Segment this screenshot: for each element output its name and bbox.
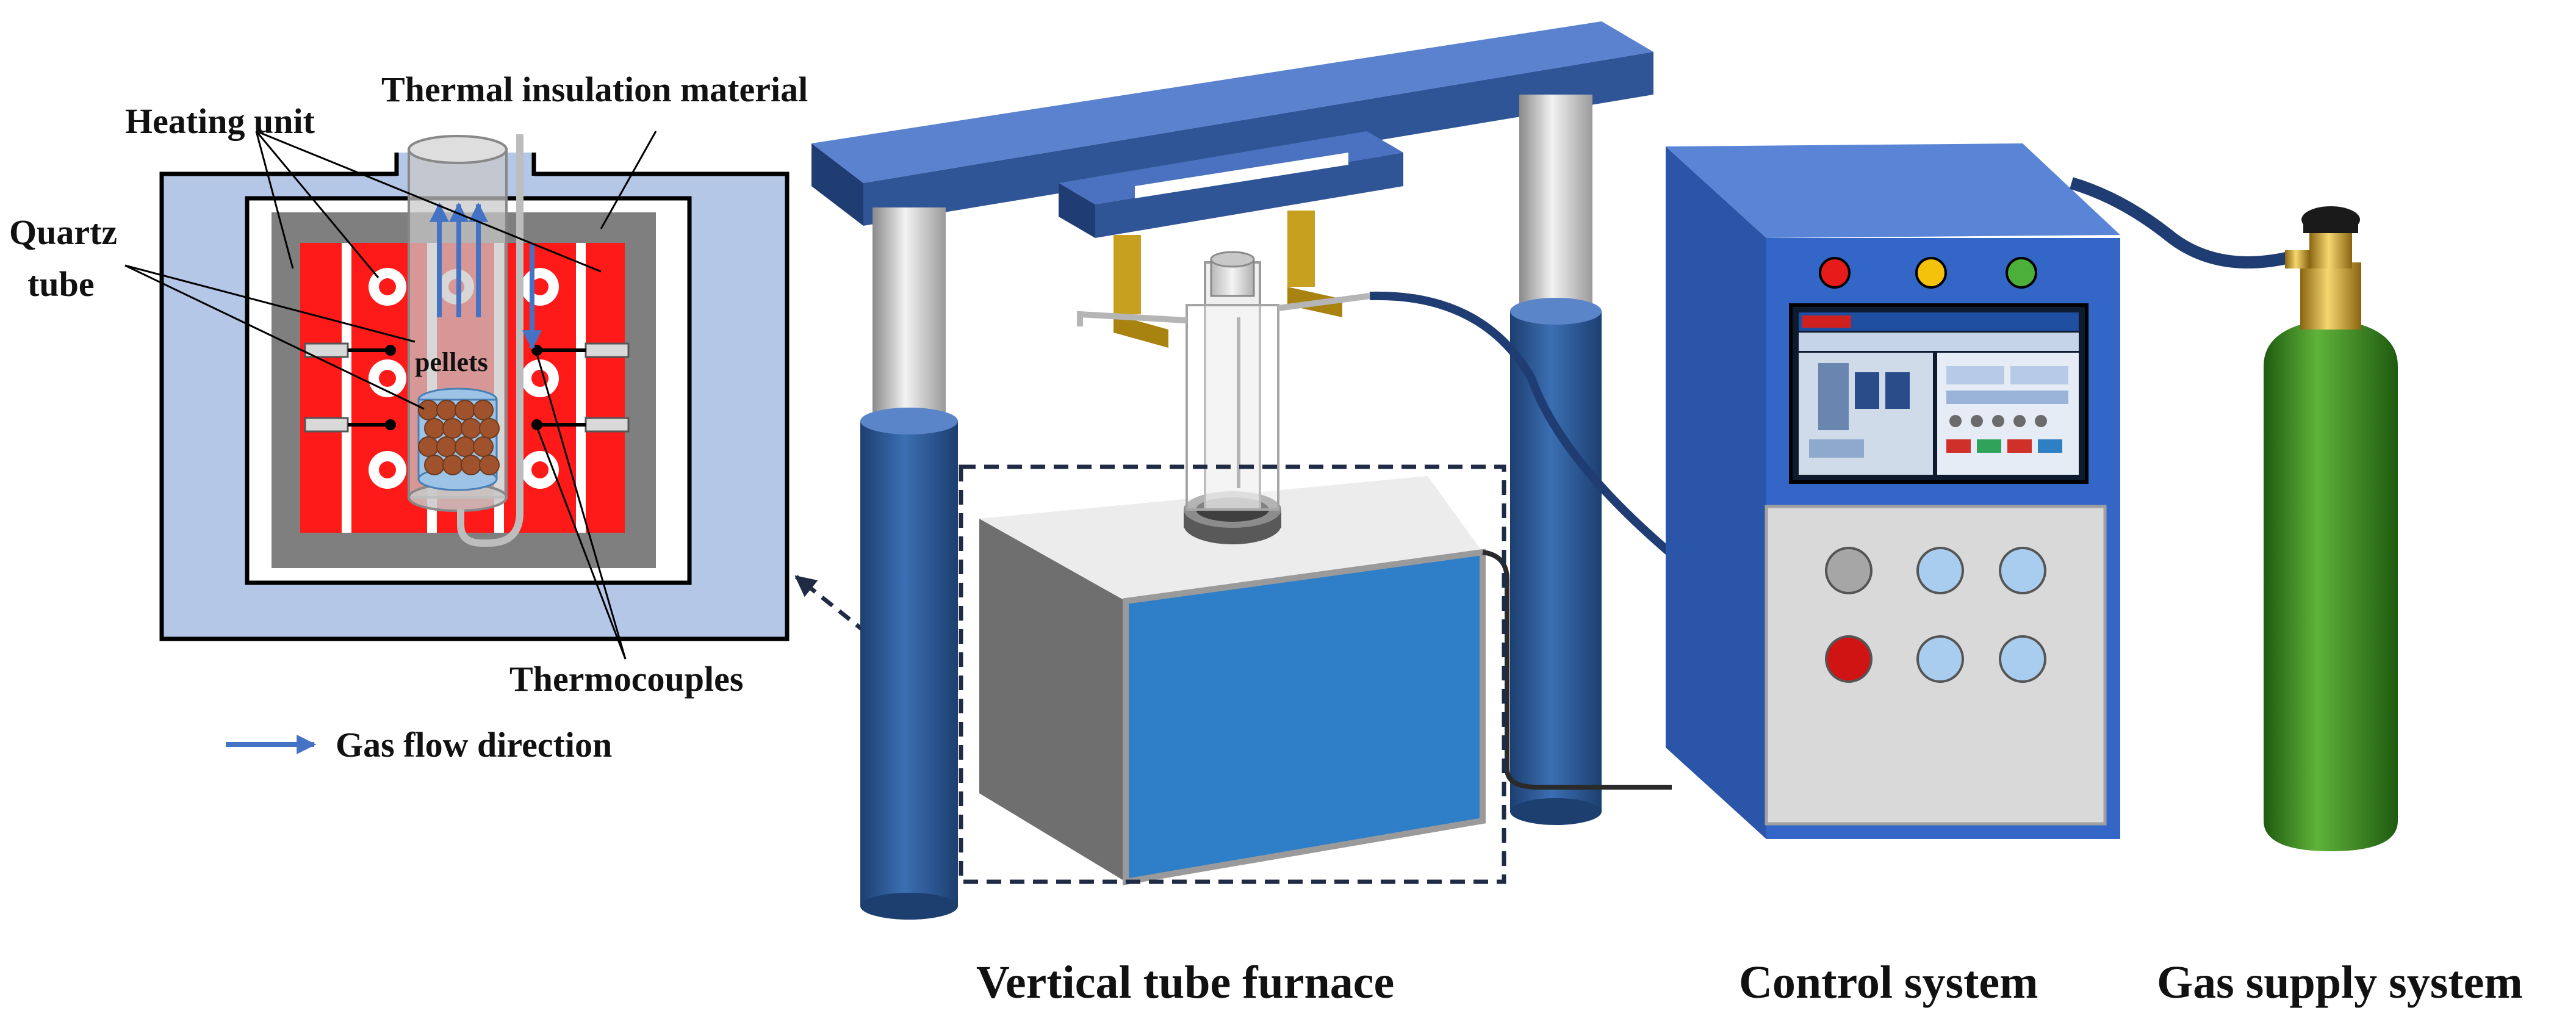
- label-heating-unit: Heating unit: [125, 101, 315, 141]
- panel-button-blue-3: [1916, 635, 1964, 683]
- furnace-side: [979, 519, 1126, 882]
- furnace-front: [1123, 549, 1486, 885]
- label-thermal-insulation: Thermal insulation material: [381, 70, 808, 109]
- label-tube: tube: [27, 264, 95, 304]
- left-column-steel: [872, 207, 946, 445]
- pellet: [418, 400, 439, 420]
- pellet: [424, 418, 445, 439]
- clamp-right: [1287, 211, 1315, 287]
- gas-flow-arrows: [430, 202, 542, 350]
- control-system: [1666, 143, 2296, 839]
- pellet: [479, 418, 500, 439]
- pellet: [461, 418, 481, 439]
- pellet: [418, 436, 439, 457]
- pellet: [455, 436, 475, 457]
- gas-supply-system: [2264, 206, 2398, 851]
- indicator-light-yellow: [1915, 257, 1947, 289]
- caption-vertical-tube-furnace: Vertical tube furnace: [976, 957, 1394, 1008]
- caption-gas-supply-system: Gas supply system: [2157, 957, 2523, 1008]
- pellet: [461, 455, 481, 475]
- pellets-group: [418, 400, 500, 475]
- panel-button-blue-2: [1999, 547, 2046, 594]
- pellet: [436, 400, 457, 420]
- panel-button-blue-4: [1999, 635, 2046, 683]
- pellet: [436, 436, 457, 457]
- right-column-base: [1510, 311, 1602, 812]
- caption-control-system: Control system: [1739, 957, 2038, 1008]
- label-quartz: Quartz: [9, 212, 117, 252]
- pellet: [424, 455, 445, 475]
- pellet: [473, 436, 494, 457]
- panel-button-red: [1825, 635, 1873, 683]
- pellet: [479, 455, 500, 475]
- pellet: [442, 455, 463, 475]
- indicator-light-red: [1819, 257, 1851, 289]
- thermocouple-probes: [304, 342, 630, 433]
- touch-screen-icon: [1789, 303, 2089, 484]
- cabinet-top: [1666, 143, 2120, 238]
- gas-inlet-capillary: [457, 134, 523, 547]
- left-column-base: [860, 421, 958, 906]
- label-gas-flow-direction: Gas flow direction: [336, 725, 612, 765]
- gas-flow-legend: Gas flow direction: [226, 725, 612, 765]
- label-thermocouples: Thermocouples: [509, 659, 743, 699]
- gas-hose: [2070, 177, 2296, 268]
- leader-lines: [124, 130, 657, 660]
- gas-cylinder-icon: [2264, 206, 2398, 851]
- furnace-cross-section: Thermal insulation material Heating unit…: [9, 70, 920, 765]
- clamp-left: [1114, 235, 1141, 314]
- cabinet-side: [1666, 146, 1766, 839]
- frame-top-beam: [811, 21, 1653, 183]
- pellet: [442, 418, 463, 439]
- furnace-hose: [1369, 291, 1687, 568]
- panel-button-grey: [1825, 547, 1873, 594]
- vertical-tube-furnace: [811, 21, 1687, 920]
- label-pellets: pellets: [415, 347, 488, 377]
- panel-button-blue-1: [1916, 547, 1964, 594]
- pellet: [473, 400, 494, 420]
- pellet: [455, 400, 475, 420]
- furnace-highlight-box: [959, 464, 1506, 884]
- indicator-light-green: [2006, 257, 2037, 289]
